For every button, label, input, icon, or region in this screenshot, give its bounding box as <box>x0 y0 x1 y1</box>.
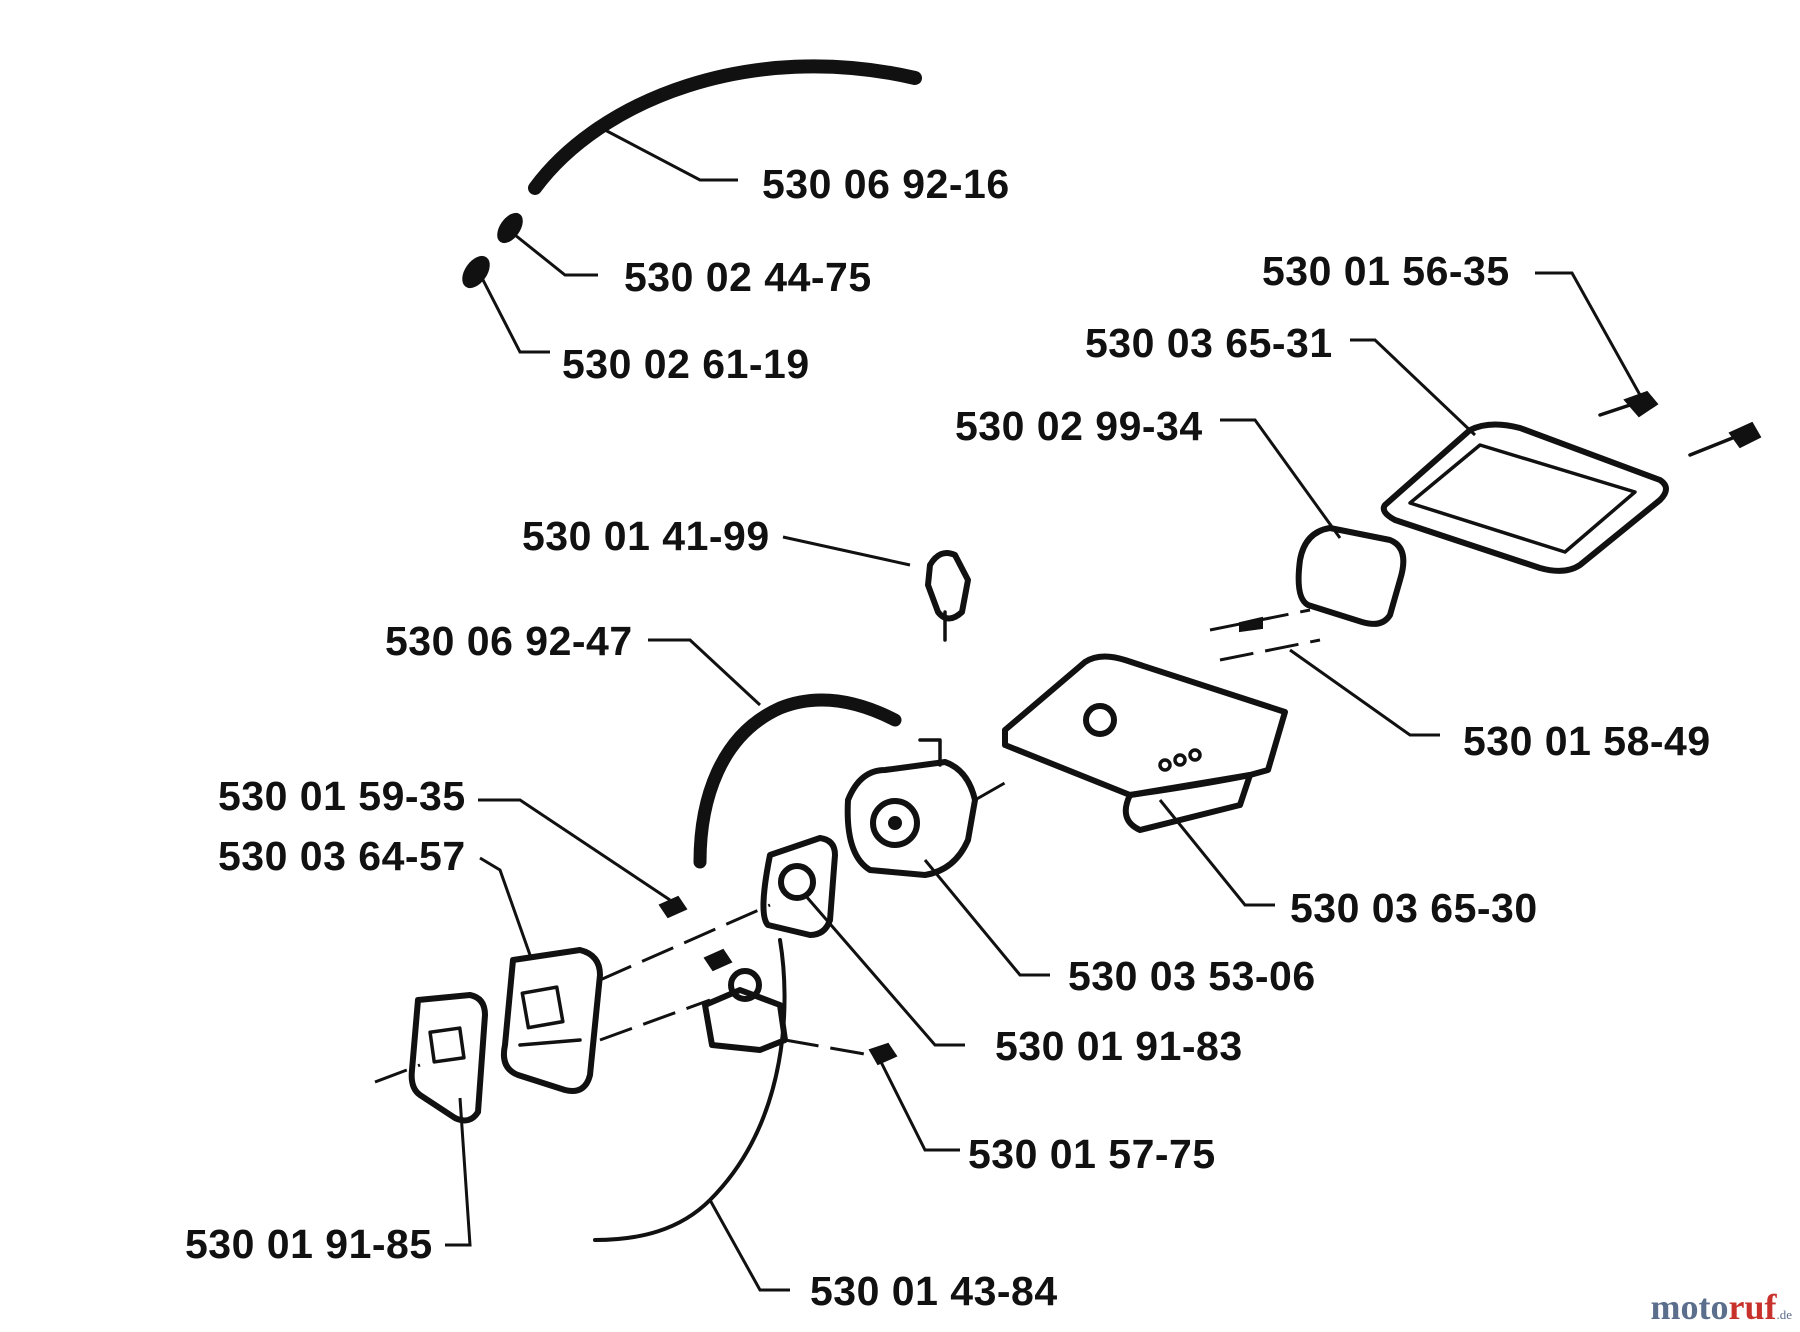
part-label: 530 01 91-85 <box>185 1221 433 1267</box>
part-label: 530 06 92-47 <box>385 618 633 664</box>
part-label: 530 02 99-34 <box>955 403 1203 449</box>
part-label: 530 03 53-06 <box>1068 953 1316 999</box>
intake-flange <box>408 992 488 1124</box>
air-filter-frame <box>1380 421 1669 574</box>
part-label: 530 01 58-49 <box>1463 718 1711 764</box>
watermark-tld: .de <box>1776 1307 1792 1322</box>
leader-lines <box>445 128 1642 1292</box>
watermark-logo: motoruf.de <box>1650 1286 1792 1328</box>
carburettor-body <box>844 759 978 878</box>
part-label: 530 03 65-31 <box>1085 320 1333 366</box>
flange-screw-2 <box>703 948 733 972</box>
carb-gasket <box>760 835 838 938</box>
part-label: 530 01 91-83 <box>995 1023 1243 1069</box>
bracket-screw <box>868 1042 898 1066</box>
hose-fitting-2 <box>462 255 490 289</box>
part-label: 530 06 92-16 <box>762 161 1010 207</box>
filter-element <box>1295 525 1407 627</box>
part-label: 530 03 64-57 <box>218 833 466 879</box>
air-box-lower <box>1122 772 1253 833</box>
fuel-hose-middle <box>693 693 902 869</box>
primer-bulb <box>925 550 971 622</box>
part-label: 530 01 43-84 <box>810 1268 1058 1314</box>
filter-screw-2 <box>1728 421 1762 449</box>
fuel-hose-upper <box>528 59 922 195</box>
air-box-hole <box>1083 703 1117 737</box>
part-label: 530 02 61-19 <box>562 341 810 387</box>
part-label: 530 01 41-99 <box>522 513 770 559</box>
watermark-brand-b: ruf <box>1728 1287 1777 1327</box>
watermark-brand-a: moto <box>1650 1287 1729 1327</box>
part-drawings <box>374 59 1762 1242</box>
part-label: 530 03 65-30 <box>1290 885 1538 931</box>
fuel-hose-return <box>593 938 787 1242</box>
part-labels: 530 06 92-16 530 02 44-75 530 02 61-19 5… <box>185 161 1711 1314</box>
part-label: 530 01 56-35 <box>1262 248 1510 294</box>
insulator-block <box>500 947 603 1094</box>
part-label: 530 02 44-75 <box>624 254 872 300</box>
part-label: 530 01 59-35 <box>218 773 466 819</box>
part-label: 530 01 57-75 <box>968 1131 1216 1177</box>
flange-screw-1 <box>658 895 688 919</box>
air-filter-frame-inner <box>1408 443 1637 554</box>
